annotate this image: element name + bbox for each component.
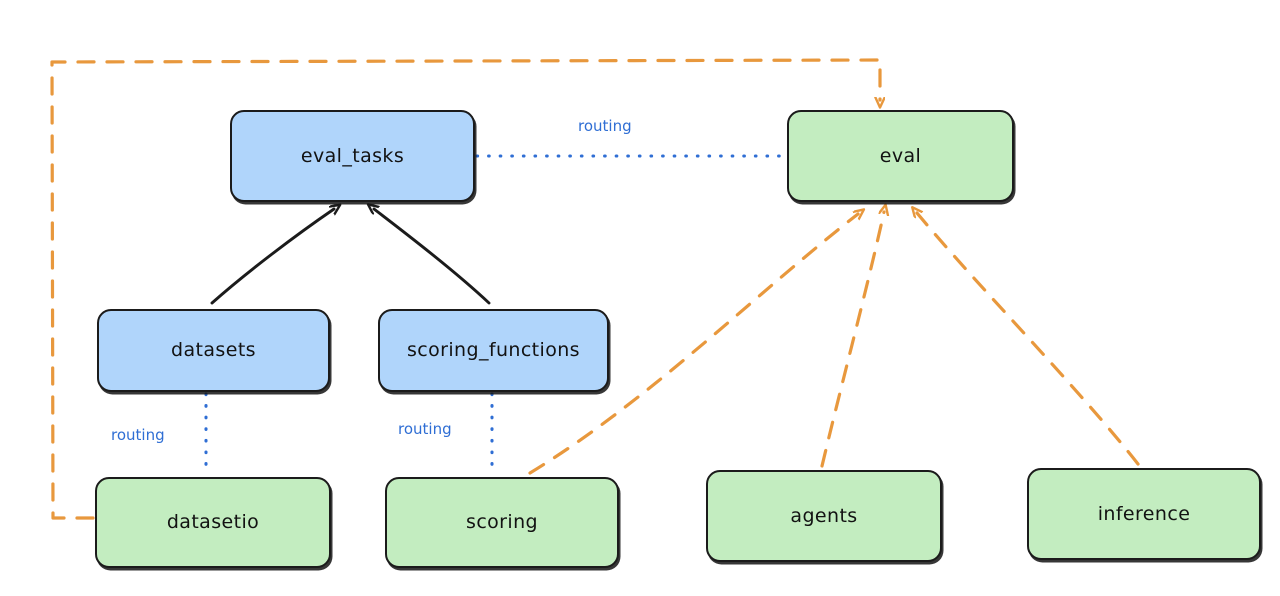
edge-label-routing-eval-tasks-eval: routing bbox=[578, 117, 632, 135]
node-agents[interactable]: agents bbox=[706, 470, 942, 562]
node-label: datasets bbox=[171, 339, 256, 361]
edge-label-routing-datasets-datasetio: routing bbox=[111, 426, 165, 444]
edge-agents-to-eval bbox=[820, 212, 884, 468]
node-label: eval_tasks bbox=[300, 144, 405, 167]
node-scoring-functions[interactable]: scoring_functions bbox=[378, 309, 609, 392]
node-label: inference bbox=[1097, 502, 1191, 525]
node-label: scoring bbox=[466, 511, 538, 533]
node-label: agents bbox=[790, 504, 858, 527]
node-inference[interactable]: inference bbox=[1027, 468, 1261, 560]
node-label: eval bbox=[879, 144, 922, 167]
edge-label-routing-scoring-functions-scoring: routing bbox=[398, 420, 452, 438]
node-label: datasetio bbox=[166, 511, 260, 533]
edge-inference-to-eval bbox=[917, 213, 1140, 466]
edge-datasetio-to-eval bbox=[50, 58, 880, 520]
node-eval[interactable]: eval bbox=[787, 110, 1014, 202]
node-scoring[interactable]: scoring bbox=[385, 477, 619, 568]
edge-scoring-to-eval bbox=[528, 214, 858, 475]
node-label: scoring_functions bbox=[407, 339, 580, 361]
edge-datasets-to-eval_tasks bbox=[210, 209, 334, 305]
node-datasetio[interactable]: datasetio bbox=[95, 477, 331, 568]
node-datasets[interactable]: datasets bbox=[97, 309, 330, 392]
node-eval-tasks[interactable]: eval_tasks bbox=[230, 110, 475, 202]
edge-scoring_functions-to-eval_tasks bbox=[374, 209, 491, 305]
